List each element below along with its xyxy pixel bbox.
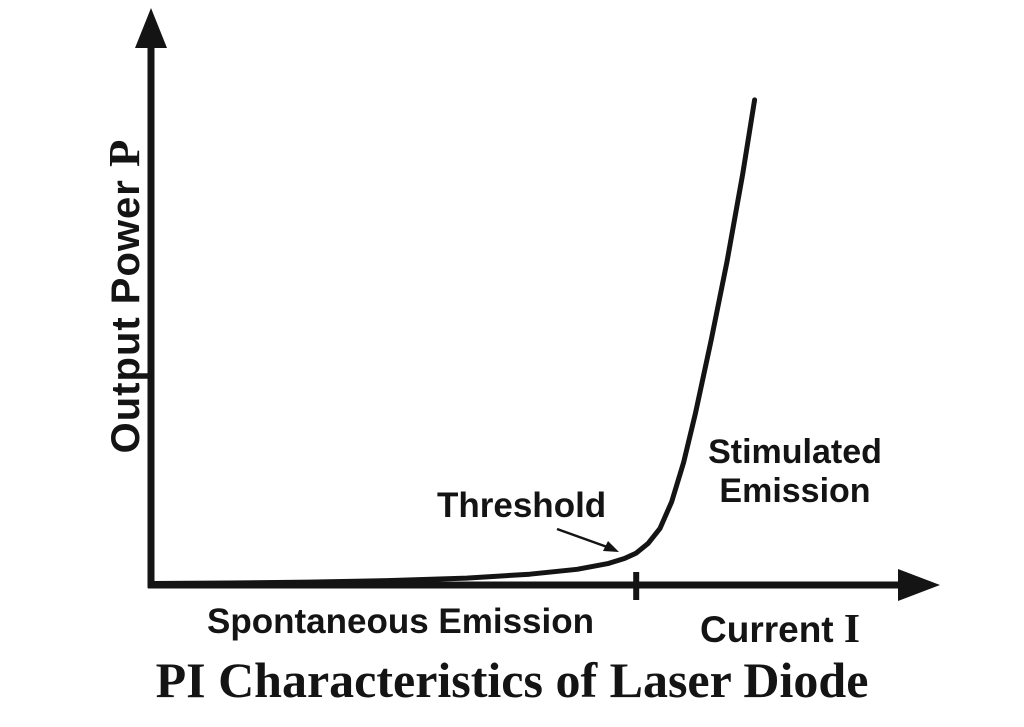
x-axis-label: Current I [700,604,860,652]
y-axis-label: Output Power P [98,116,149,476]
spontaneous-emission-label: Spontaneous Emission [207,602,594,641]
y-axis-label-text: Output Power [104,179,148,454]
pi-curve [148,97,758,586]
threshold-label: Threshold [437,486,607,525]
threshold-arrow-head-icon [603,541,619,552]
stimulated-emission-line1: Stimulated [708,433,882,471]
x-axis-symbol: I [843,605,861,651]
y-axis-arrowhead-icon [135,8,167,48]
stimulated-emission-line2: Emission [719,472,871,510]
threshold-arrow-line [556,527,611,550]
stimulated-emission-label: Stimulated Emission [675,433,915,511]
x-axis-label-text: Current [700,609,834,650]
y-axis-symbol: P [99,138,149,168]
x-axis-arrowhead-icon [898,569,940,601]
chart-title: PI Characteristics of Laser Diode [155,652,869,708]
